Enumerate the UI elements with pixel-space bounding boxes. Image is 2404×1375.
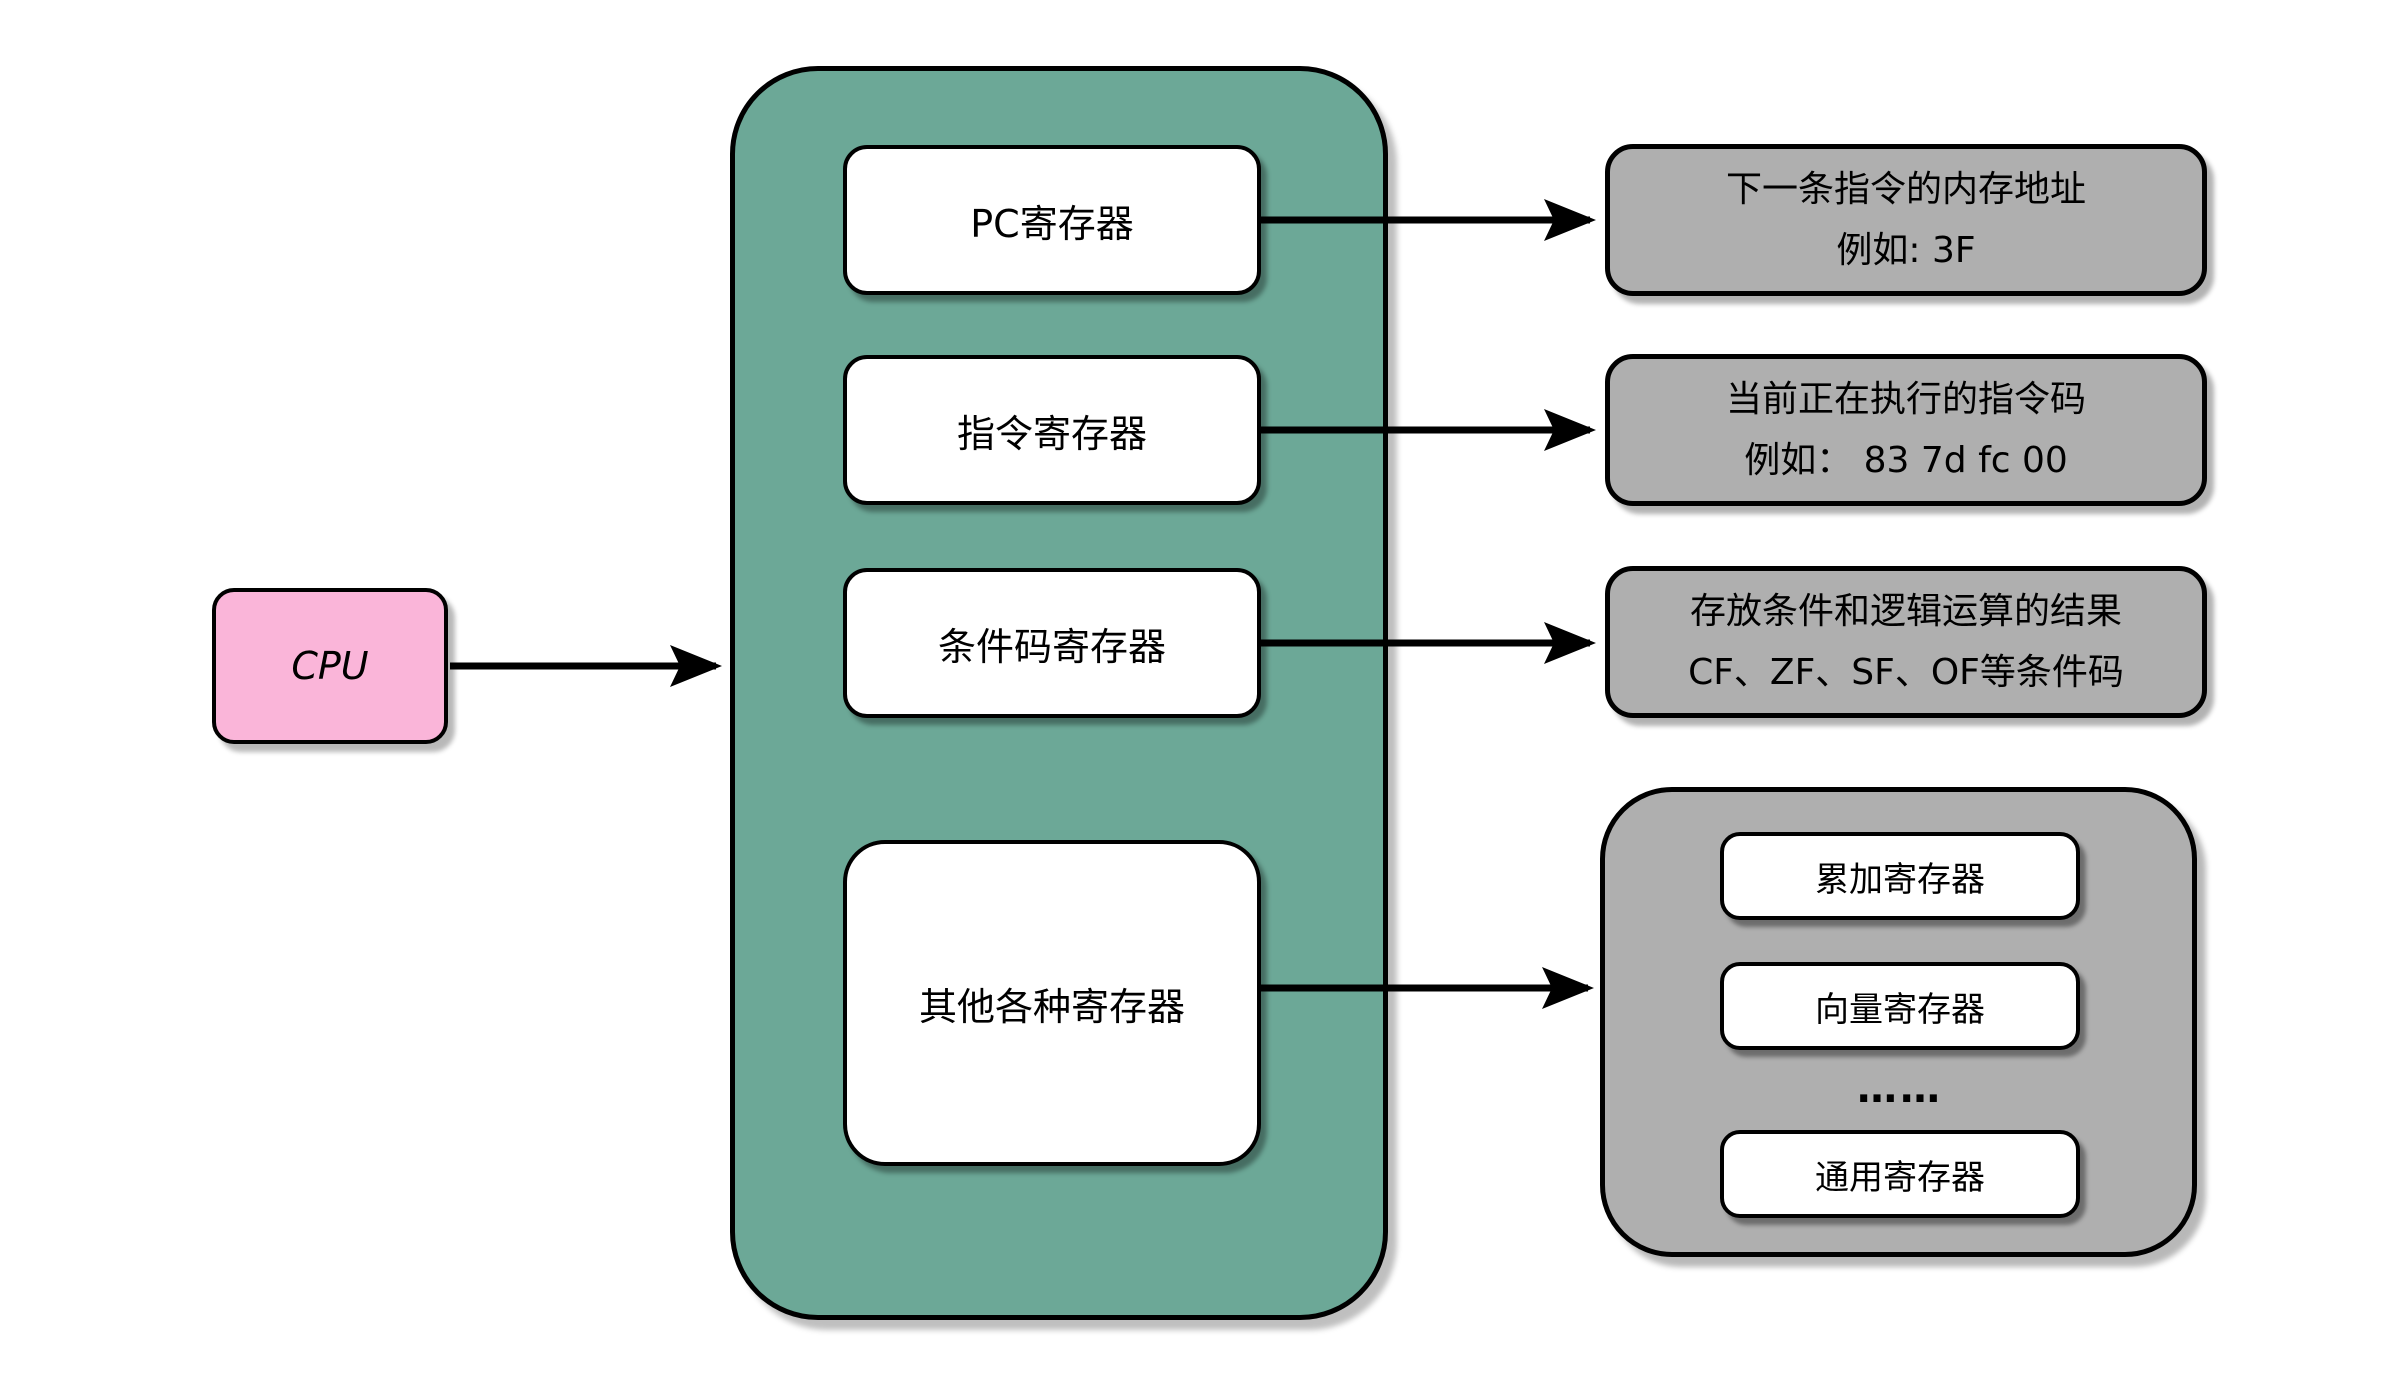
register-box-condition-code: 条件码寄存器: [843, 568, 1261, 718]
register-box-instruction: 指令寄存器: [843, 355, 1261, 505]
register-label-other: 其他各种寄存器: [918, 984, 1185, 1029]
description-current-instruction-line1: 当前正在执行的指令码: [1725, 378, 2086, 420]
register-label-instruction: 指令寄存器: [956, 411, 1147, 456]
ellipsis-more-registers: ……: [1857, 1066, 1943, 1112]
register-label-pc: PC寄存器: [970, 201, 1134, 246]
register-box-pc: PC寄存器: [843, 145, 1261, 295]
cpu-box: CPU: [212, 588, 448, 744]
description-next-instruction-line2: 例如: 3F: [1836, 229, 1976, 271]
sub-box-general-purpose-register: 通用寄存器: [1720, 1130, 2080, 1218]
sub-box-vector-register: 向量寄存器: [1720, 962, 2080, 1050]
description-condition-result-line1: 存放条件和逻辑运算的结果: [1689, 590, 2122, 632]
vector-register-label: 向量寄存器: [1815, 989, 1985, 1030]
description-box-current-instruction: 当前正在执行的指令码 例如： 83 7d fc 00: [1605, 354, 2207, 506]
register-box-other: 其他各种寄存器: [843, 840, 1261, 1166]
description-box-next-instruction: 下一条指令的内存地址 例如: 3F: [1605, 144, 2207, 296]
description-current-instruction-line2: 例如： 83 7d fc 00: [1744, 439, 2068, 481]
cpu-label: CPU: [291, 644, 369, 688]
general-purpose-register-label: 通用寄存器: [1815, 1157, 1985, 1198]
accumulator-register-label: 累加寄存器: [1815, 859, 1985, 900]
register-label-condition-code: 条件码寄存器: [937, 624, 1166, 669]
sub-box-accumulator-register: 累加寄存器: [1720, 832, 2080, 920]
description-condition-result-line2: CF、ZF、SF、OF等条件码: [1688, 651, 2124, 693]
description-next-instruction-line1: 下一条指令的内存地址: [1725, 168, 2086, 210]
description-box-condition-result: 存放条件和逻辑运算的结果 CF、ZF、SF、OF等条件码: [1605, 566, 2207, 718]
